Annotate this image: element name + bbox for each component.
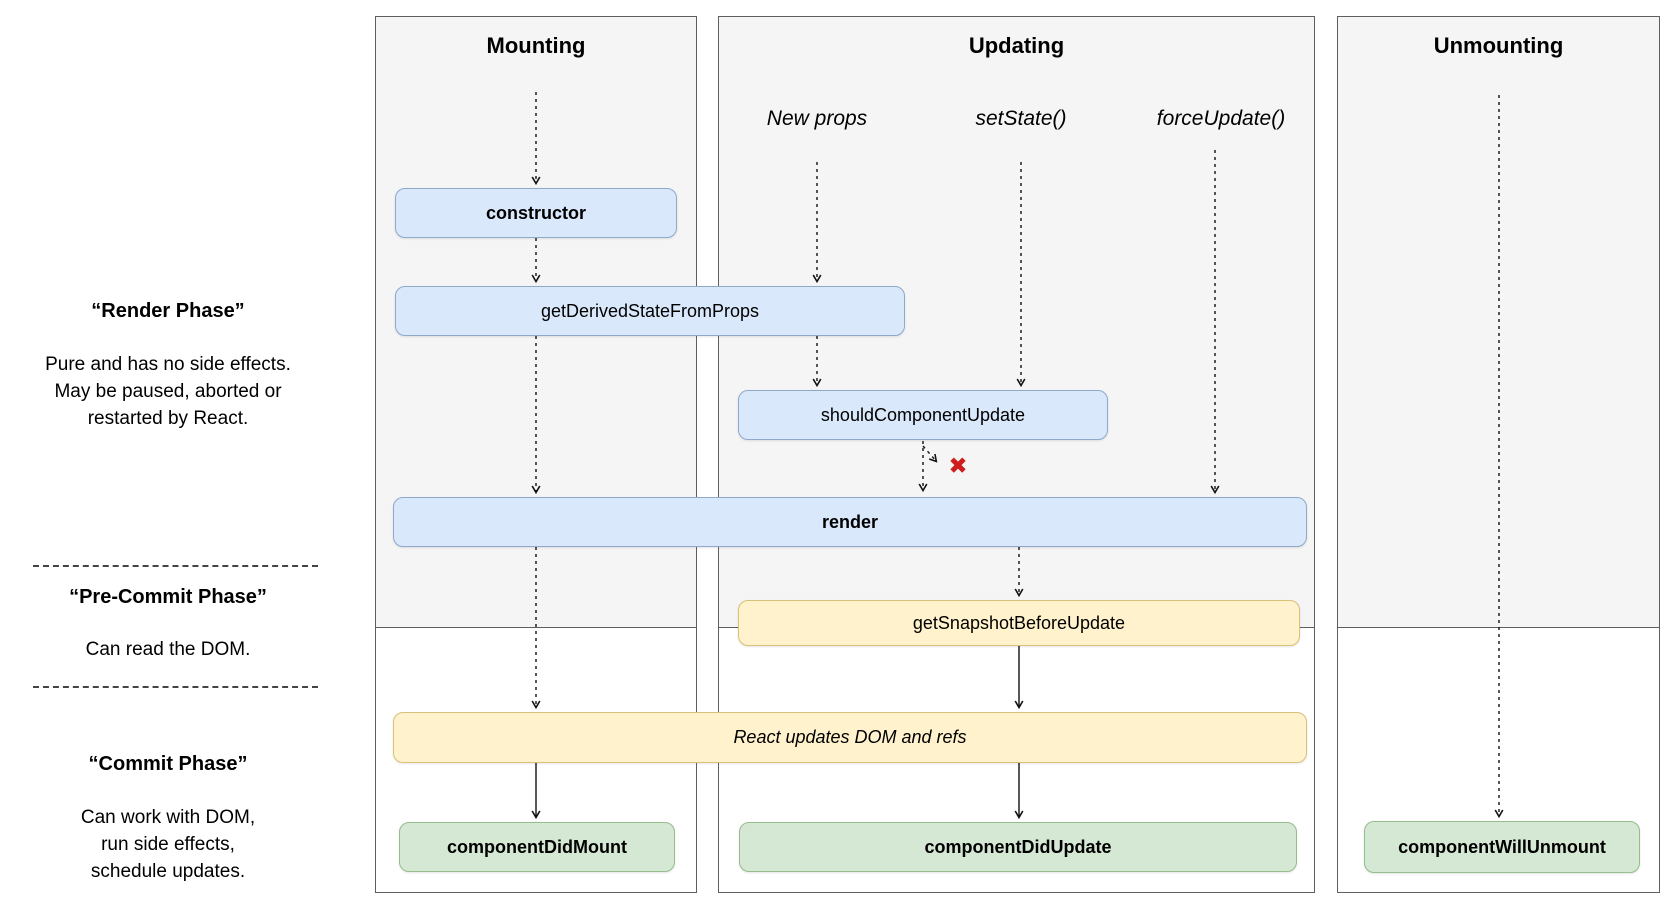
commit-phase-title: “Commit Phase” xyxy=(88,753,248,775)
pre-commit-phase-title: “Pre-Commit Phase” xyxy=(69,586,267,608)
column-header-unmounting: Unmounting xyxy=(1433,33,1564,58)
pre-commit-phase-description: Can read the DOM. xyxy=(85,639,251,660)
box-constructor: constructor xyxy=(395,188,677,238)
commit-phase-description: Can work with DOM, run side effects, sch… xyxy=(80,807,256,882)
box-render: render xyxy=(393,497,1307,547)
skip-render-x-icon: ✖ xyxy=(948,452,968,479)
box-get-derived-state-from-props: getDerivedStateFromProps xyxy=(395,286,905,336)
box-get-snapshot-before-update: getSnapshotBeforeUpdate xyxy=(738,600,1300,646)
render-phase-title: “Render Phase” xyxy=(91,300,245,322)
phase-divider-bottom xyxy=(33,686,318,688)
unmounting-render-panel xyxy=(1337,16,1660,628)
box-component-did-mount: componentDidMount xyxy=(399,822,675,872)
render-phase-description: Pure and has no side effects. May be pau… xyxy=(45,354,291,429)
box-should-component-update: shouldComponentUpdate xyxy=(738,390,1108,440)
box-component-did-update: componentDidUpdate xyxy=(739,822,1297,872)
column-header-updating: Updating xyxy=(968,33,1065,58)
phase-divider-top xyxy=(33,565,318,567)
box-react-updates-dom: React updates DOM and refs xyxy=(393,712,1307,763)
box-component-will-unmount: componentWillUnmount xyxy=(1364,821,1640,873)
trigger-force-update: forceUpdate() xyxy=(1156,107,1286,130)
trigger-set-state: setState() xyxy=(975,107,1067,130)
trigger-new-props: New props xyxy=(766,107,868,130)
column-header-mounting: Mounting xyxy=(486,33,586,58)
